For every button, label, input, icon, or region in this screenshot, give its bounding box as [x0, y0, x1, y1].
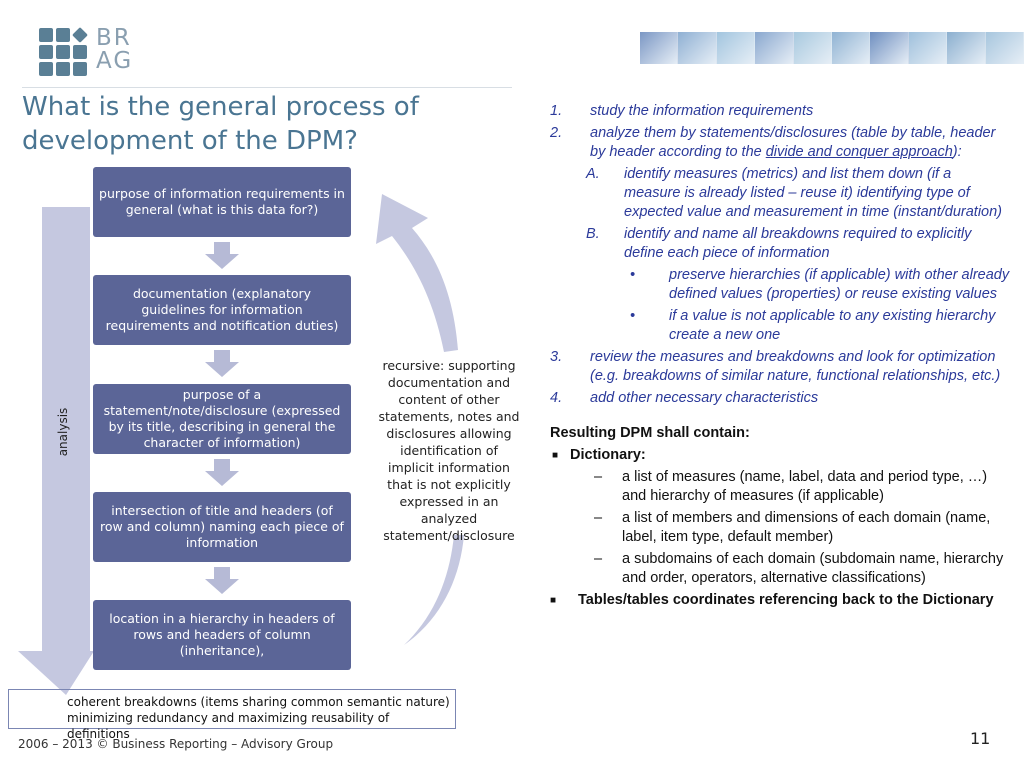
coherent-breakdowns-box: coherent breakdowns (items sharing commo… — [8, 689, 456, 741]
recursive-note: recursive: supporting documentation and … — [378, 358, 520, 543]
step-2: 2. analyze them by statements/disclosure… — [550, 125, 996, 160]
dictionary-item: – a subdomains of each domain (subdomain… — [594, 551, 1004, 586]
dictionary-item: – a list of members and dimensions of ea… — [594, 510, 991, 545]
flow-step-arrow-1 — [205, 242, 239, 269]
header-tile — [678, 32, 717, 64]
header-tile — [640, 32, 679, 64]
step-2b-bullet-2: • if a value is not applicable to any ex… — [630, 308, 996, 343]
flow-step-arrow-2 — [205, 350, 239, 377]
flow-box-purpose-requirements: purpose of information requirements in g… — [93, 167, 351, 237]
square-bullet-icon: ■ — [550, 595, 557, 606]
header-tile — [908, 32, 948, 64]
step-2b-bullet-1: • preserve hierarchies (if applicable) w… — [630, 267, 1010, 302]
step-2a: A. identify measures (metrics) and list … — [586, 166, 1003, 220]
header-tile — [947, 32, 986, 64]
flow-step-arrow-3 — [205, 459, 239, 486]
resulting-dpm-heading: Resulting DPM shall contain: — [550, 425, 750, 441]
recursive-curved-arrow — [376, 194, 464, 645]
footer-copyright: 2006 – 2013 © Business Reporting – Advis… — [18, 737, 334, 751]
process-steps: 1. study the information requirements 2.… — [550, 102, 1010, 610]
header-tile — [755, 32, 794, 64]
header-divider — [22, 87, 512, 88]
header-tile — [793, 32, 833, 64]
brag-logo-mark — [39, 27, 89, 78]
dictionary-heading: ■ Dictionary: — [552, 447, 646, 463]
analysis-label: analysis — [56, 407, 70, 457]
flow-step-arrow-4 — [205, 567, 239, 594]
divide-and-conquer-link[interactable]: divide and conquer approach — [765, 144, 953, 160]
header-image-strip — [640, 32, 1024, 64]
square-bullet-icon: ■ — [552, 450, 559, 461]
page-number: 11 — [970, 729, 991, 748]
step-1: 1. study the information requirements — [550, 103, 814, 119]
flow-box-documentation: documentation (explanatory guidelines fo… — [93, 275, 351, 345]
header-tile — [832, 32, 871, 64]
coherent-breakdowns-line-1: coherent breakdowns (items sharing commo… — [67, 695, 450, 709]
step-2b: B. identify and name all breakdowns requ… — [586, 226, 972, 261]
step-4: 4. add other necessary characteristics — [550, 390, 819, 406]
tables-coordinates-item: ■ Tables/tables coordinates referencing … — [550, 592, 994, 608]
header-tile — [985, 32, 1024, 64]
coherent-breakdowns-line-2: minimizing redundancy and maximizing reu… — [67, 711, 390, 741]
flow-box-statement-purpose: purpose of a statement/note/disclosure (… — [93, 384, 351, 454]
flow-box-intersection: intersection of title and headers (of ro… — [93, 492, 351, 562]
brag-logo-text: BR AG — [96, 25, 134, 74]
header-tile — [716, 32, 756, 64]
dictionary-item: – a list of measures (name, label, data … — [594, 469, 988, 504]
slide-title: What is the general process of developme… — [22, 92, 419, 156]
header-tile — [870, 32, 909, 64]
flow-box-hierarchy-location: location in a hierarchy in headers of ro… — [93, 600, 351, 670]
step-3: 3. review the measures and breakdowns an… — [550, 349, 1001, 384]
analysis-down-arrow — [18, 207, 94, 695]
